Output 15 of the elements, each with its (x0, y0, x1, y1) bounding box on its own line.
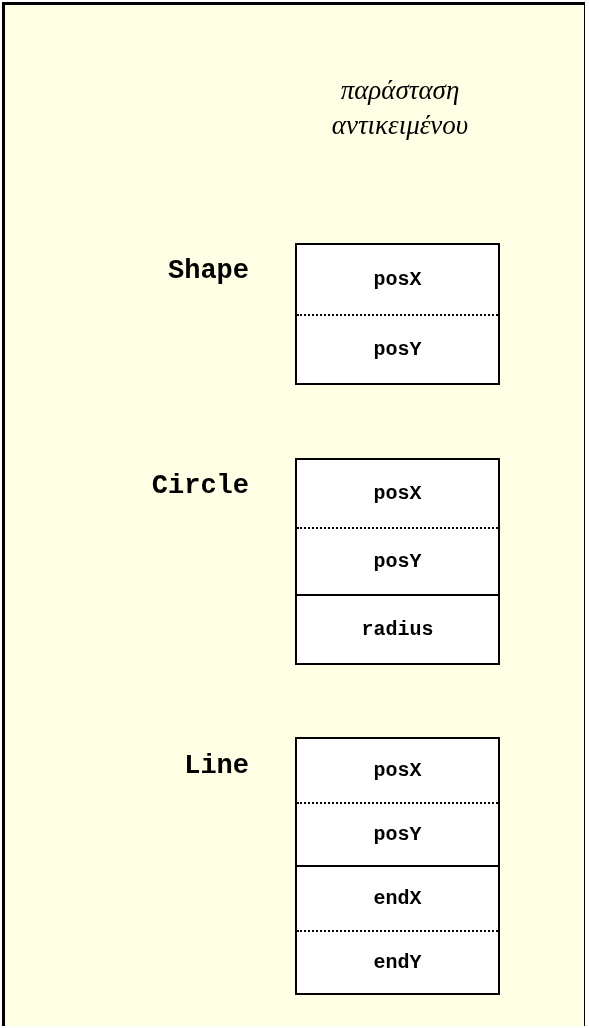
class-name: Circle (151, 470, 249, 502)
field-name: posY (373, 823, 422, 846)
field-name: endY (373, 951, 422, 974)
field-name: posY (373, 338, 422, 361)
field-name: posY (373, 550, 422, 573)
field-name: posX (373, 268, 422, 291)
record-box (295, 737, 500, 995)
field-name: radius (361, 618, 434, 641)
field-name: endX (373, 887, 422, 910)
class-name: Shape (168, 255, 249, 287)
title-text: παράσταση αντικειμένου (330, 74, 470, 142)
field-name: posX (373, 482, 422, 505)
record-box (295, 458, 500, 665)
field-name: posX (373, 759, 422, 782)
class-name: Line (184, 750, 249, 782)
